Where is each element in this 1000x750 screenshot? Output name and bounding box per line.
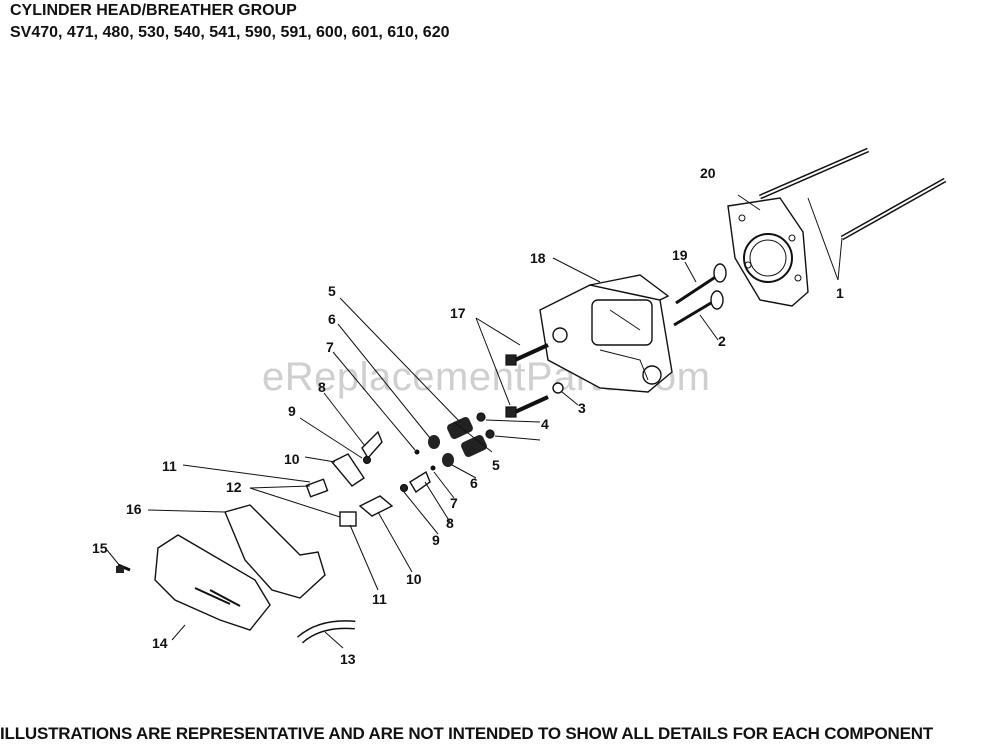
callout-7b: 7 — [450, 495, 458, 511]
callout-6b: 6 — [470, 475, 478, 491]
cylinder-head — [539, 274, 673, 393]
callout-4: 4 — [541, 416, 549, 432]
callout-5b: 5 — [492, 457, 500, 473]
dowel-pin — [552, 382, 564, 394]
callout-10b: 10 — [406, 571, 422, 587]
callout-18: 18 — [530, 250, 546, 266]
cover-screw — [116, 563, 131, 573]
callout-9a: 9 — [288, 403, 296, 419]
guide-plates — [330, 453, 394, 517]
leader-lines — [106, 194, 843, 649]
diagram-title: CYLINDER HEAD/BREATHER GROUP — [10, 2, 297, 19]
callout-14: 14 — [152, 635, 168, 651]
callout-10a: 10 — [284, 451, 300, 467]
callout-9b: 9 — [432, 532, 440, 548]
callout-1: 1 — [836, 285, 844, 301]
head-gasket — [727, 197, 809, 307]
valve-springs — [447, 416, 487, 458]
callout-13: 13 — [340, 651, 356, 667]
callout-12: 12 — [226, 479, 242, 495]
rocker-pivots — [362, 455, 409, 493]
callout-6a: 6 — [328, 311, 336, 327]
callout-20: 20 — [700, 165, 716, 181]
callout-17: 17 — [450, 305, 466, 321]
head-bolts — [505, 343, 549, 418]
rocker-studs — [476, 412, 495, 439]
push-rods — [759, 147, 947, 241]
model-list: SV470, 471, 480, 530, 540, 541, 590, 591… — [10, 24, 450, 41]
callout-labels: 1 2 3 4 5 5 6 6 7 7 8 8 9 9 10 10 11 11 … — [92, 165, 844, 667]
callout-7a: 7 — [326, 339, 334, 355]
callout-16: 16 — [126, 501, 142, 517]
callout-3: 3 — [578, 400, 586, 416]
valve-cover-gasket — [224, 504, 326, 599]
callout-19: 19 — [672, 247, 688, 263]
callout-8a: 8 — [318, 379, 326, 395]
callout-2: 2 — [718, 333, 726, 349]
breather-parts — [305, 478, 357, 527]
rocker-arms — [361, 430, 431, 494]
disclaimer-footer: ILLUSTRATIONS ARE REPRESENTATIVE AND ARE… — [0, 724, 933, 743]
valve-cover — [154, 534, 271, 631]
valves — [673, 263, 727, 327]
valve-keepers — [414, 449, 436, 471]
callout-5a: 5 — [328, 283, 336, 299]
callout-11b: 11 — [372, 591, 387, 607]
callout-8b: 8 — [446, 515, 454, 531]
spring-retainers — [428, 435, 454, 467]
callout-11a: 11 — [162, 458, 177, 474]
callout-15: 15 — [92, 540, 108, 556]
